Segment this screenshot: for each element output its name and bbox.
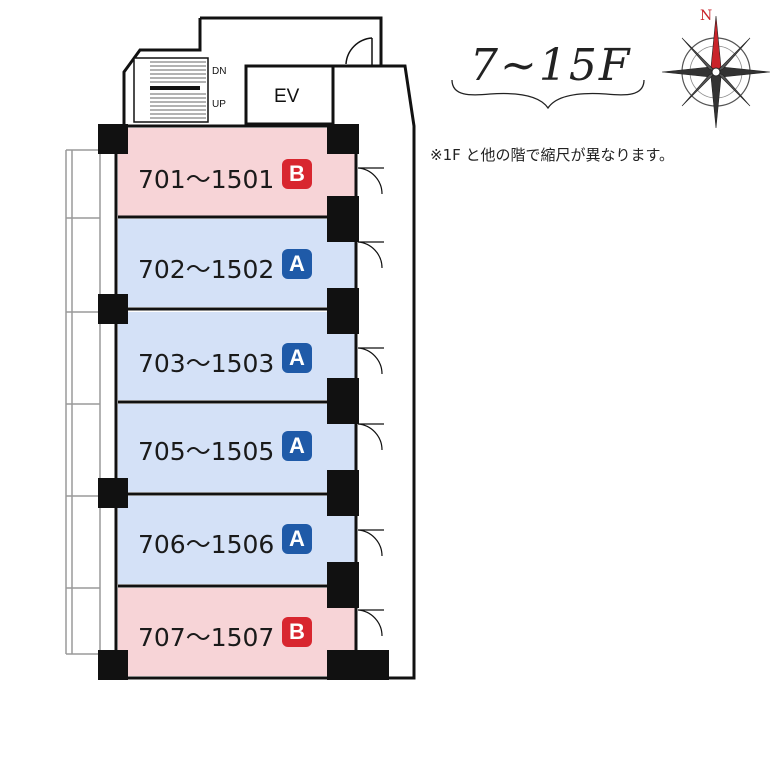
- compass-rose-icon: N: [660, 6, 771, 129]
- stair-door: [345, 37, 373, 66]
- unit-type-badge-703: A: [282, 343, 312, 373]
- unit-701-room: [118, 128, 356, 216]
- unit-702-room: [118, 219, 356, 307]
- unit-type-badge-707: B: [282, 617, 312, 647]
- unit-label-703: 703〜1503: [138, 349, 275, 378]
- unit-706-room: [118, 496, 356, 584]
- unit-label-705: 705〜1505: [138, 437, 275, 466]
- stair-treads: [150, 61, 206, 119]
- compass-north-label: N: [700, 8, 712, 24]
- unit-705-room: [118, 404, 356, 492]
- title-flourish: [451, 79, 645, 110]
- balcony: [65, 149, 101, 655]
- unit-707-room: [118, 588, 356, 676]
- unit-type-badge-701: B: [282, 159, 312, 189]
- unit-703-room: [118, 312, 356, 400]
- unit-type-badge-706: A: [282, 524, 312, 554]
- floor-title-text: 7~15F: [470, 40, 632, 91]
- floor-title: 7~15F: [440, 30, 640, 110]
- unit-type-badge-702: A: [282, 249, 312, 279]
- core-walls: [122, 16, 383, 124]
- elevator-label: EV: [274, 86, 300, 107]
- unit-label-706: 706〜1506: [138, 530, 275, 559]
- unit-type-badge-705: A: [282, 431, 312, 461]
- stair-down-label: DN: [212, 66, 227, 77]
- unit-doors: [357, 167, 384, 637]
- unit-label-707: 707〜1507: [138, 623, 275, 652]
- unit-label-702: 702〜1502: [138, 255, 275, 284]
- structural-columns: [98, 124, 389, 680]
- elevator-shaft: [244, 64, 335, 126]
- stair-up-label: UP: [212, 99, 226, 110]
- unit-label-701: 701〜1501: [138, 165, 275, 194]
- scale-note: ※1F と他の階で縮尺が異なります。: [430, 146, 675, 164]
